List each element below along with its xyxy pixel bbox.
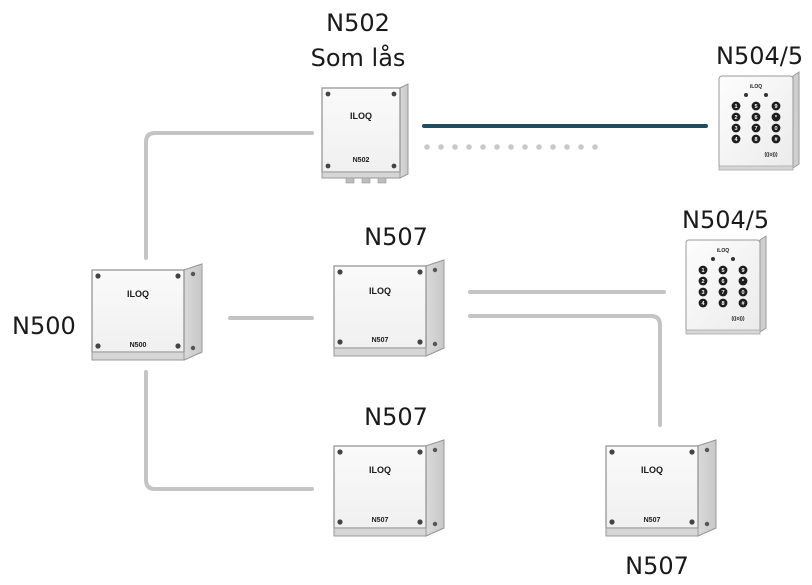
label-n502: N502 xyxy=(326,9,390,37)
device-model-label: N507 xyxy=(644,517,661,524)
keypad-n504-mid[interactable]: iLOQ 1 2 3 4 5 6 7 8 9 * 0 # (((o))) xyxy=(685,235,767,335)
wire-n500-to-n502 xyxy=(144,131,314,260)
keypad-key[interactable] xyxy=(771,123,781,133)
label-n507-low: N507 xyxy=(364,403,428,431)
keypad-key-label: 7 xyxy=(754,126,757,132)
keypad-key[interactable] xyxy=(751,123,761,133)
status-led xyxy=(764,93,768,97)
connection-wires xyxy=(144,131,666,491)
keypad-key-label: 3 xyxy=(701,290,704,296)
keypad-key[interactable] xyxy=(718,276,728,286)
keypad-key[interactable] xyxy=(731,101,741,111)
status-led xyxy=(711,257,715,261)
keypad-key[interactable] xyxy=(771,112,781,122)
device-n507-mid[interactable]: ILOQ N507 xyxy=(333,259,445,357)
label-n507-mid: N507 xyxy=(364,223,428,251)
keypad-key-label: 6 xyxy=(754,115,757,121)
brand-logo: ILOQ xyxy=(350,111,372,121)
keypad-key-label: # xyxy=(774,137,777,143)
device-model-label: N507 xyxy=(372,337,389,344)
brand-logo: ILOQ xyxy=(369,286,391,296)
device-model-label: N502 xyxy=(353,157,370,164)
keypad-key[interactable] xyxy=(738,276,748,286)
label-n504-top: N504/5 xyxy=(716,42,803,70)
device-n507-low[interactable]: ILOQ N507 xyxy=(333,439,445,537)
keypad-key[interactable] xyxy=(718,287,728,297)
keypad-key-label: * xyxy=(775,115,778,121)
keypad-key-label: 3 xyxy=(734,126,737,132)
device-model-label: N500 xyxy=(130,342,147,349)
keypad-key[interactable] xyxy=(738,265,748,275)
brand-logo: ILOQ xyxy=(369,465,391,475)
keypad-key[interactable] xyxy=(731,134,741,144)
wire-n507-to-n507-right xyxy=(468,314,662,427)
device-n507-right[interactable]: ILOQ N507 xyxy=(605,439,717,537)
keypad-key[interactable] xyxy=(731,123,741,133)
keypad-key[interactable] xyxy=(718,298,728,308)
keypad-key-label: 1 xyxy=(734,104,737,110)
dotted-line-n502-to-n504 xyxy=(424,144,598,150)
keypad-key[interactable] xyxy=(771,134,781,144)
keypad-key[interactable] xyxy=(751,134,761,144)
status-led xyxy=(731,257,735,261)
keypad-key-label: 4 xyxy=(701,301,705,307)
label-n502-subtitle: Som lås xyxy=(311,43,406,72)
keypad-key-label: 9 xyxy=(741,268,744,274)
keypad-brand-logo: iLOQ xyxy=(750,84,762,90)
keypad-key-label: 5 xyxy=(721,268,724,274)
label-n507-right: N507 xyxy=(625,552,689,580)
keypad-key-label: 8 xyxy=(754,137,757,143)
brand-logo: ILOQ xyxy=(641,465,663,475)
label-n504-mid: N504/5 xyxy=(682,206,769,234)
keypad-key-label: 7 xyxy=(721,290,724,296)
keypad-key[interactable] xyxy=(751,112,761,122)
contactless-icon: (((o))) xyxy=(731,316,744,322)
keypad-key-label: 9 xyxy=(774,104,777,110)
keypad-key-label: 0 xyxy=(741,290,744,296)
keypad-key-label: 5 xyxy=(754,104,757,110)
keypad-key[interactable] xyxy=(738,287,748,297)
keypad-key[interactable] xyxy=(751,101,761,111)
keypad-key[interactable] xyxy=(738,298,748,308)
keypad-key-label: 0 xyxy=(774,126,777,132)
keypad-key-label: 6 xyxy=(721,279,724,285)
keypad-key[interactable] xyxy=(698,298,708,308)
wire-n500-to-n507-low xyxy=(144,370,314,491)
keypad-brand-logo: iLOQ xyxy=(717,248,729,254)
status-led xyxy=(744,93,748,97)
device-n500[interactable]: ILOQ N500 xyxy=(91,263,203,361)
keypad-key-label: 2 xyxy=(734,115,737,121)
keypad-key[interactable] xyxy=(771,101,781,111)
keypad-key-label: 8 xyxy=(721,301,724,307)
contactless-icon: (((o))) xyxy=(764,152,777,158)
label-n500: N500 xyxy=(12,312,76,340)
keypad-key[interactable] xyxy=(718,265,728,275)
keypad-key[interactable] xyxy=(731,112,741,122)
keypad-key-label: 2 xyxy=(701,279,704,285)
device-n502[interactable]: ILOQ N502 xyxy=(321,83,409,184)
brand-logo: ILOQ xyxy=(127,289,149,299)
keypad-key[interactable] xyxy=(698,265,708,275)
keypad-key[interactable] xyxy=(698,276,708,286)
keypad-key-label: # xyxy=(741,301,744,307)
keypad-n504-top[interactable]: iLOQ 1 2 3 4 5 6 7 8 9 * 0 # (((o))) xyxy=(718,71,800,171)
device-model-label: N507 xyxy=(372,517,389,524)
keypad-key-label: * xyxy=(742,279,745,285)
keypad-key-label: 4 xyxy=(734,137,738,143)
keypad-key[interactable] xyxy=(698,287,708,297)
keypad-key-label: 1 xyxy=(701,268,704,274)
